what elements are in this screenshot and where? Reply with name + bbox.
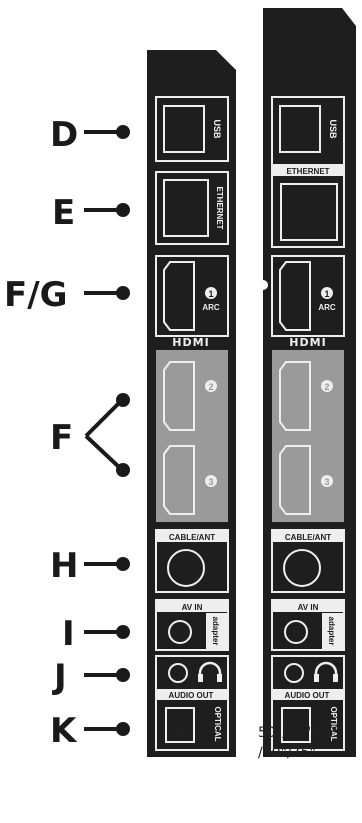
callout-k-label: K xyxy=(50,711,78,751)
callout-j: J xyxy=(52,657,130,697)
callout-fg: F/G xyxy=(4,275,130,315)
headphone-icon-large xyxy=(314,661,338,680)
cable-ant-label-43: CABLE/ANT xyxy=(169,533,215,542)
caption-large-line1: 50"/55"/65" xyxy=(258,725,341,741)
hdmi-3-number-large: 3 xyxy=(324,477,329,487)
caption-large-line2: /70"/75" xyxy=(258,745,316,761)
headphone-icon-43 xyxy=(198,661,222,680)
hdmi-1-number-large: 1 xyxy=(324,289,329,299)
av-in-label-large: AV IN xyxy=(298,603,319,612)
callout-i: I xyxy=(62,614,130,654)
callout-f: F xyxy=(50,393,130,477)
hdmi-logo-43: HDMI xyxy=(172,336,209,349)
hdmi-1-arc-port-large: 1 ARC xyxy=(271,255,345,337)
adapter-label-large: adapter xyxy=(327,617,336,646)
usb-label-43: USB xyxy=(212,119,222,139)
cable-ant-port-large: CABLE/ANT xyxy=(271,529,345,593)
callout-d-dot xyxy=(116,125,130,139)
callout-h-dot xyxy=(116,557,130,571)
ethernet-port-large: ETHERNET xyxy=(271,164,345,248)
callout-j-label: J xyxy=(52,657,67,697)
callout-d: D xyxy=(50,115,130,155)
hdmi-2-number-large: 2 xyxy=(324,382,329,392)
hdmi-2-port-43: 2 xyxy=(163,361,217,431)
optical-port-large: AUDIO OUT OPTICAL xyxy=(271,689,345,751)
hdmi-3-port-large: 3 xyxy=(279,445,333,515)
usb-port-43: USB xyxy=(155,96,229,162)
panel-large: USB ETHERNET 1 ARC HDMI 2 xyxy=(258,8,356,757)
arc-label-large: ARC xyxy=(318,303,336,312)
arc-label-43: ARC xyxy=(202,303,220,312)
adapter-label-43: adapter xyxy=(211,617,220,646)
hdmi-2-number-43: 2 xyxy=(208,382,213,392)
optical-label-large: OPTICAL xyxy=(329,706,338,741)
caption-large: 50"/55"/65" /70"/75" xyxy=(258,723,362,763)
optical-port-43: AUDIO OUT OPTICAL xyxy=(155,689,229,751)
panel-43: USB ETHERNET 1 ARC HDMI 2 xyxy=(147,50,236,757)
callout-k-dot xyxy=(116,722,130,736)
callout-f-label: F xyxy=(50,418,73,458)
hdmi-2-port-large: 2 xyxy=(279,361,333,431)
ethernet-port-43: ETHERNET xyxy=(155,171,229,245)
callout-j-dot xyxy=(116,668,130,682)
audio-out-label-43: AUDIO OUT xyxy=(169,691,214,700)
hdmi-1-badge-43 xyxy=(205,287,217,299)
hdmi-1-arc-port-43: 1 ARC xyxy=(155,255,229,337)
hdmi-band-43: 2 3 xyxy=(156,350,228,522)
hdmi-band-large: 2 3 xyxy=(272,350,344,522)
callout-fg-dot xyxy=(116,286,130,300)
callout-h: H xyxy=(50,546,130,586)
hdmi-3-port-43: 3 xyxy=(163,445,217,515)
callout-fg-label: F/G xyxy=(4,275,68,315)
cable-ant-port-43: CABLE/ANT xyxy=(155,529,229,593)
ethernet-label-large: ETHERNET xyxy=(286,167,329,176)
audio-out-label-large: AUDIO OUT xyxy=(285,691,330,700)
callout-e-dot xyxy=(116,203,130,217)
ethernet-label-43: ETHERNET xyxy=(215,186,224,229)
callout-d-label: D xyxy=(50,115,78,155)
usb-label-large: USB xyxy=(328,119,338,139)
hdmi-logo-large: HDMI xyxy=(289,336,326,349)
callout-h-label: H xyxy=(50,546,78,586)
av-in-port-43: AV IN adapter xyxy=(155,599,229,651)
callout-i-dot xyxy=(116,625,130,639)
hdmi-3-number-43: 3 xyxy=(208,477,213,487)
av-in-port-large: AV IN adapter xyxy=(271,599,345,651)
hdmi-1-number-43: 1 xyxy=(208,289,213,299)
callout-f-dot-lower xyxy=(116,463,130,477)
cable-ant-label-large: CABLE/ANT xyxy=(285,533,331,542)
callout-f-dot-upper xyxy=(116,393,130,407)
headphone-port-large xyxy=(271,655,345,691)
av-in-label-43: AV IN xyxy=(182,603,203,612)
callout-e-label: E xyxy=(52,193,75,233)
optical-label-43: OPTICAL xyxy=(213,706,222,741)
callout-e: E xyxy=(52,193,130,233)
caption-43: 43" xyxy=(176,725,201,741)
callout-k: K xyxy=(50,711,130,751)
callout-i-label: I xyxy=(62,614,75,654)
